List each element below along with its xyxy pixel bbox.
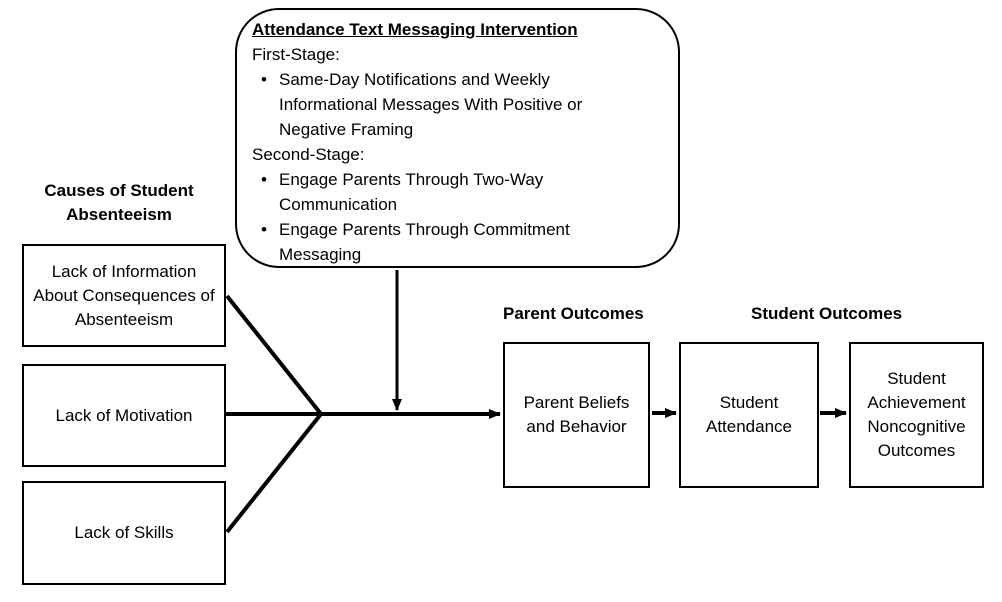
student-achievement-label: Student Achievement Noncognitive Outcome… [867, 369, 966, 460]
cause-box-lack-of-skills: Lack of Skills [22, 481, 226, 585]
cause-box-label: Lack of Motivation [55, 405, 193, 425]
parent-outcomes-header: Parent Outcomes [503, 304, 644, 323]
parent-beliefs-label: Parent Beliefs and Behavior [523, 393, 630, 436]
cause-box-lack-of-information: Lack of Information About Consequences o… [22, 244, 226, 347]
cause-box-label: Lack of Information About Consequences o… [33, 261, 215, 329]
bullet-icon: • [261, 220, 267, 239]
bullet-text: Same-Day Notifications and Weekly Inform… [279, 70, 583, 139]
intervention-title: Attendance Text Messaging Intervention [252, 20, 578, 39]
second-stage-label: Second-Stage: [252, 145, 365, 164]
first-stage-bullet: • Same-Day Notifications and Weekly Info… [252, 67, 662, 142]
first-stage-label: First-Stage: [252, 45, 340, 64]
student-attendance-label: Student Attendance [705, 393, 792, 436]
cause-box-label: Lack of Skills [74, 523, 174, 542]
causes-header: Causes of Student Absenteeism [44, 181, 194, 224]
bullet-text: Engage Parents Through Two-Way Communica… [279, 170, 544, 214]
connector-skills-to-junction [225, 412, 323, 534]
student-achievement-box: Student Achievement Noncognitive Outcome… [849, 342, 984, 488]
intervention-box: Attendance Text Messaging Intervention F… [235, 8, 680, 268]
bullet-text: Engage Parents Through Commitment Messag… [279, 220, 570, 264]
parent-beliefs-box: Parent Beliefs and Behavior [503, 342, 650, 488]
bullet-icon: • [261, 170, 267, 189]
second-stage-bullet: • Engage Parents Through Commitment Mess… [252, 217, 662, 267]
bullet-icon: • [261, 70, 267, 89]
cause-box-lack-of-motivation: Lack of Motivation [22, 364, 226, 467]
student-attendance-box: Student Attendance [679, 342, 819, 488]
connector-info-to-junction [225, 294, 323, 416]
second-stage-bullet: • Engage Parents Through Two-Way Communi… [252, 167, 662, 217]
student-outcomes-header: Student Outcomes [751, 304, 903, 323]
